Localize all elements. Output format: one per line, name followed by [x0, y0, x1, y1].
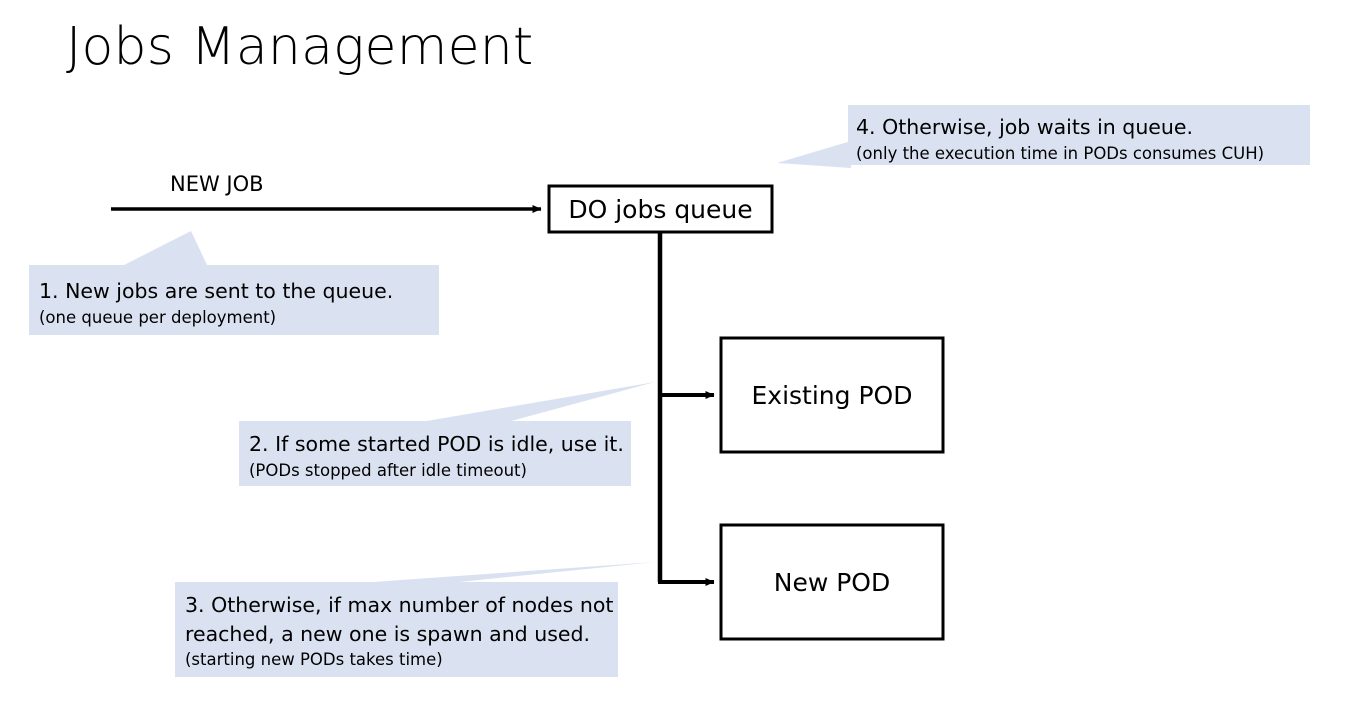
callout-1-text: 1. New jobs are sent to the queue. (one …	[39, 277, 393, 329]
callout-4-line-2: (only the execution time in PODs consume…	[856, 143, 1265, 163]
callout-3-shape	[175, 562, 655, 677]
callout-1-shape	[29, 231, 439, 335]
callout-3-line-1: 3. Otherwise, if max number of nodes not	[185, 593, 614, 617]
callout-2-line-1: 2. If some started POD is idle, use it.	[249, 432, 624, 456]
callout-3-line-2: reached, a new one is spawn and used.	[185, 621, 591, 646]
callout-2-text: 2. If some started POD is idle, use it. …	[249, 430, 624, 482]
page-title: Jobs Management	[66, 17, 534, 77]
callout-1-line-2: (one queue per deployment)	[39, 307, 277, 327]
callout-2-shape	[239, 382, 655, 486]
callout-4-text: 4. Otherwise, job waits in queue. (only …	[856, 113, 1264, 165]
edge-label-new-job: NEW JOB	[170, 172, 264, 196]
callout-4-line-1: 4. Otherwise, job waits in queue.	[856, 115, 1194, 139]
callout-3-text: 3. Otherwise, if max number of nodes not…	[185, 591, 613, 672]
node-do-jobs-queue	[547, 184, 774, 234]
callout-1-line-1: 1. New jobs are sent to the queue.	[39, 279, 394, 303]
callout-2-line-2: (PODs stopped after idle timeout)	[249, 460, 527, 480]
callout-3-line-3: (starting new PODs takes time)	[185, 650, 443, 670]
callout-4-shape	[777, 105, 1310, 168]
node-existing-pod	[719, 336, 945, 454]
node-new-pod	[719, 523, 945, 641]
